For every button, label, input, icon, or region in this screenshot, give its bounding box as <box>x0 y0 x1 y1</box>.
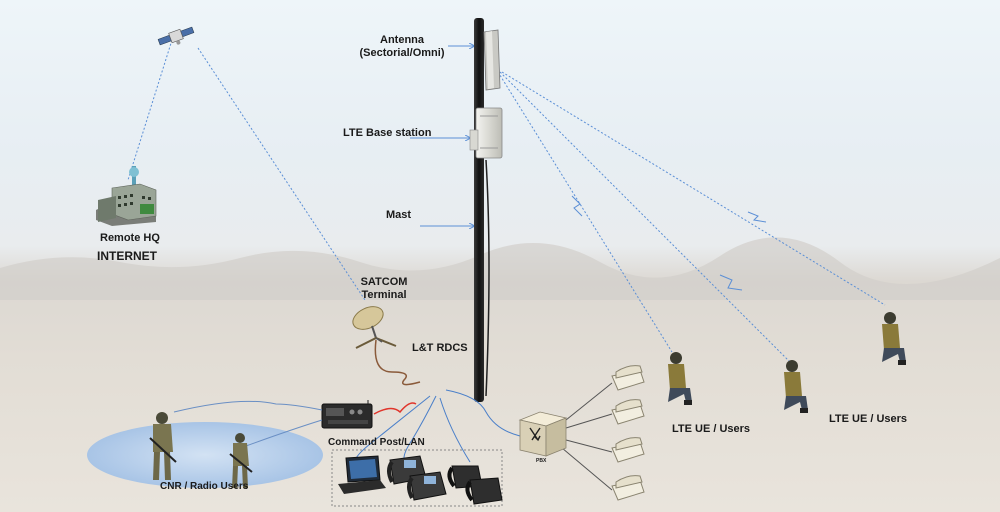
wireless-links <box>127 39 886 363</box>
desk-phone-icon <box>611 365 645 391</box>
mast-cable <box>485 159 490 397</box>
lte-base-station-label: LTE Base station <box>343 127 432 139</box>
soldier-icon <box>882 312 906 365</box>
base-station-icon <box>469 107 503 159</box>
lte-users-label-2: LTE UE / Users <box>829 413 908 425</box>
desk-phone-icon <box>611 475 645 501</box>
satcom-subtitle: Terminal <box>361 289 407 301</box>
satellite-icon <box>157 26 195 46</box>
internet-label: INTERNET <box>97 249 157 263</box>
pbx-label: PBX <box>536 458 547 464</box>
soldier-icon <box>668 352 692 405</box>
background-treeline <box>0 237 1000 300</box>
radio-rack-icon <box>321 400 373 429</box>
antenna-label: Antenna (Sectorial/Omni) <box>356 34 448 60</box>
soldier-icon <box>149 412 177 480</box>
mast-label: Mast <box>386 209 412 221</box>
building-icon <box>96 166 157 226</box>
satcom-dish-icon <box>352 306 397 349</box>
ip-phone-icon <box>407 471 447 501</box>
link-zigzags <box>571 195 767 291</box>
cnr-coverage-zone <box>87 422 323 488</box>
antenna-subtitle: (Sectorial/Omni) <box>359 47 445 59</box>
antenna-panel-icon <box>483 29 501 91</box>
command-post-zone <box>331 449 503 507</box>
satcom-label: SATCOM Terminal <box>354 276 414 302</box>
cnr-users-label: CNR / Radio Users <box>160 481 249 492</box>
desk-phone-icon <box>611 399 645 425</box>
lt-rdcs-label: L&T RDCS <box>412 342 468 354</box>
cables <box>173 382 613 491</box>
desk-phone-icon <box>611 437 645 463</box>
callout-arrows <box>410 46 474 226</box>
laptop-icon <box>338 455 386 494</box>
remote-hq-label: Remote HQ <box>100 232 160 244</box>
antenna-title: Antenna <box>380 34 424 46</box>
lte-users-label-1: LTE UE / Users <box>672 423 751 435</box>
mast-pole <box>474 18 484 402</box>
satcom-cable <box>374 339 421 386</box>
soldier-icon <box>229 433 253 488</box>
desk-phones <box>611 365 645 501</box>
ip-phone-icon <box>465 477 503 505</box>
soldier-icon <box>784 360 808 413</box>
command-post-label: Command Post/LAN <box>328 437 425 448</box>
satcom-title: SATCOM <box>360 276 408 288</box>
pbx-router-icon <box>518 411 568 457</box>
